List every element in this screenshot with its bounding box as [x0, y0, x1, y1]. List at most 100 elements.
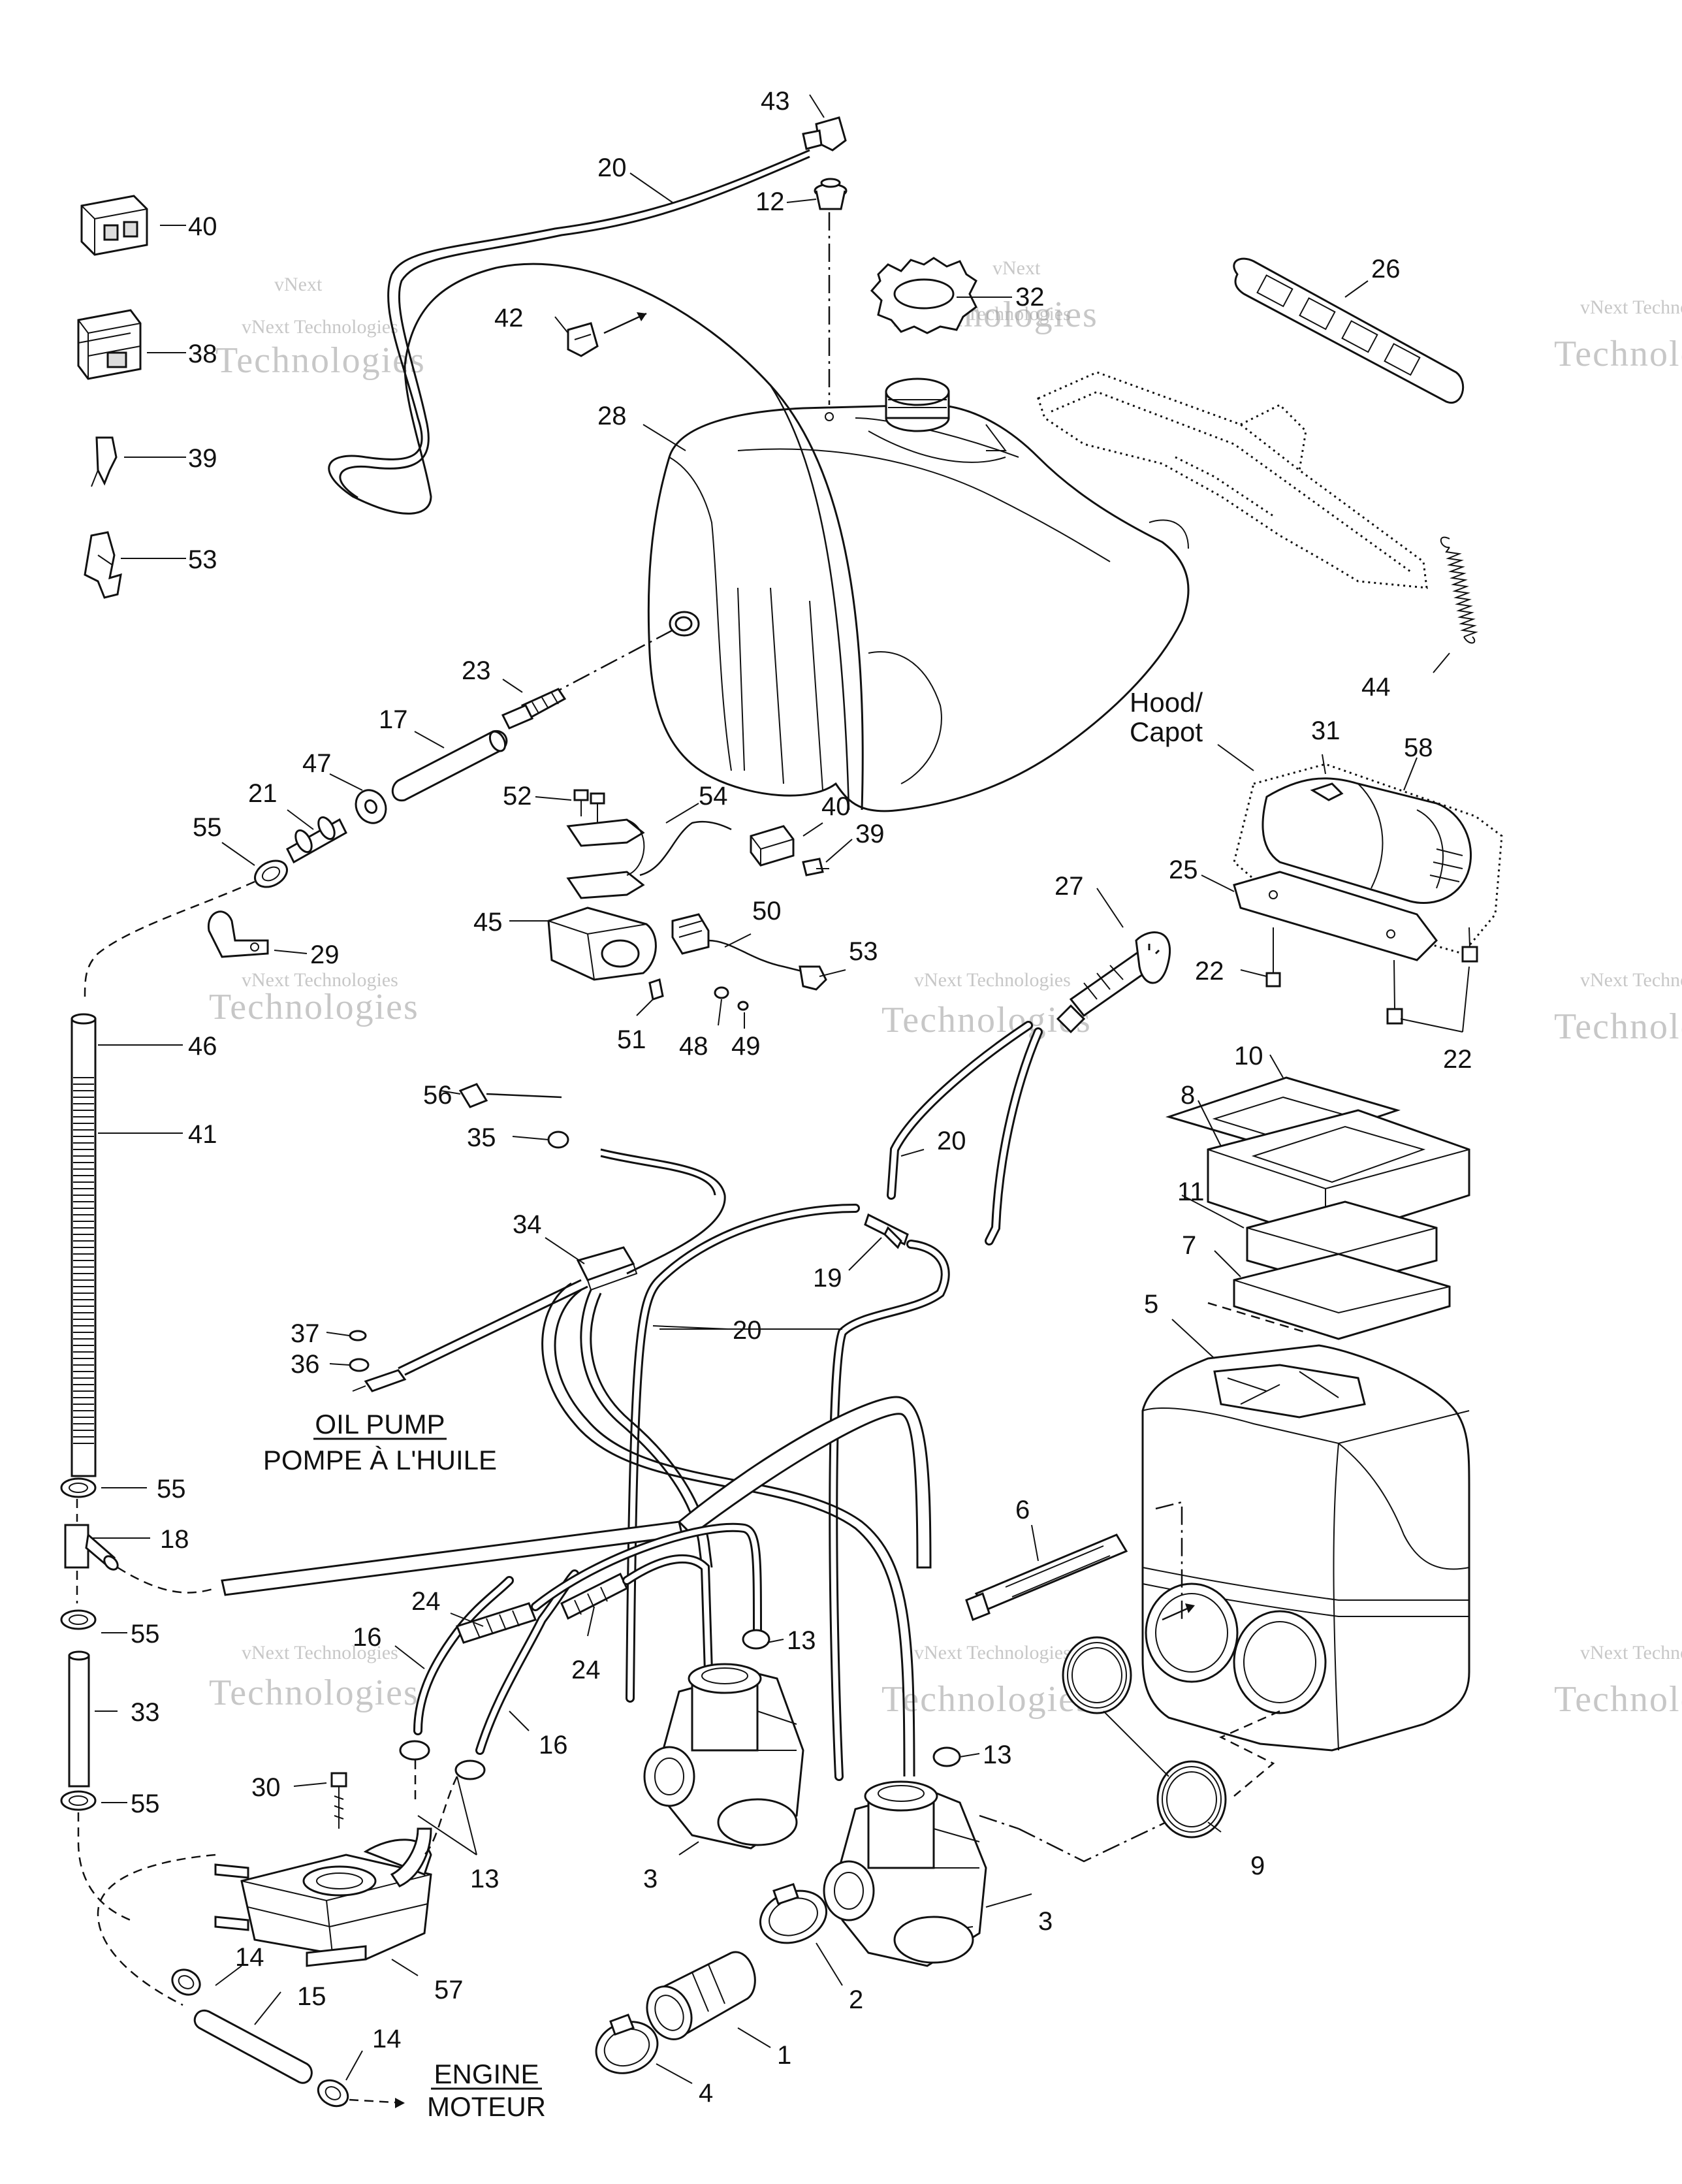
callout-55: 55 [157, 1475, 186, 1503]
clamp-55-d [60, 1790, 97, 1811]
callout-58: 58 [1404, 733, 1433, 762]
callout-23: 23 [462, 656, 491, 685]
hose-path-upper [84, 880, 255, 1000]
watermark-small: vNext Technologies [914, 969, 1071, 991]
plate-25 [1233, 871, 1438, 961]
spring-44 [1440, 536, 1478, 644]
watermark-small: vNext Technologies [242, 969, 398, 991]
callout-54: 54 [699, 782, 728, 811]
terminal-53-mid [799, 965, 827, 991]
fuel-pump-57 [214, 1827, 432, 1967]
hood-label-line1: Hood/ [1130, 687, 1203, 718]
callout-39: 39 [188, 444, 217, 473]
callout-labels: 43 20 12 40 38 39 53 42 32 26 28 44 23 1… [131, 87, 1472, 2108]
callout-28: 28 [597, 402, 627, 430]
clamp-4 [595, 2014, 659, 2074]
leader-lines [91, 94, 1470, 2084]
watermark-large: Technologies [881, 1000, 1092, 1040]
grommet-12 [814, 178, 848, 210]
vent-hole [825, 412, 834, 421]
clamp-13-carb-b [932, 1746, 961, 1767]
callout-22: 22 [1443, 1045, 1472, 1074]
nut-48 [714, 986, 729, 999]
callout-18: 18 [160, 1525, 189, 1554]
screw-51 [648, 978, 664, 1001]
callout-9: 9 [1250, 1852, 1265, 1880]
callout-30: 30 [251, 1773, 281, 1802]
callout-40: 40 [821, 792, 851, 821]
callout-13: 13 [983, 1741, 1012, 1769]
primer-hose-a [887, 1021, 1033, 1200]
callout-44: 44 [1361, 673, 1391, 701]
callout-33: 33 [131, 1698, 160, 1727]
callout-4: 4 [699, 2079, 713, 2108]
callout-8: 8 [1181, 1081, 1195, 1110]
watermark-small: vNext Technologies [1580, 297, 1682, 318]
watermark-large: Technologies [1554, 1679, 1682, 1720]
callout-24: 24 [571, 1656, 601, 1684]
vent-hose-20 [328, 149, 864, 811]
clamp-13-carb-a [742, 1629, 770, 1650]
wire-54 [639, 820, 732, 876]
hose-to-carb-dash [117, 1566, 216, 1594]
callout-19: 19 [813, 1264, 842, 1293]
clamp-55-b [60, 1477, 97, 1498]
fuel-cap-32 [870, 257, 977, 334]
engine-label-fr: MOTEUR [427, 2091, 546, 2122]
callout-20: 20 [733, 1316, 762, 1345]
hose-46-41 [71, 1013, 97, 1477]
callout-22: 22 [1195, 957, 1224, 986]
callout-42: 42 [494, 304, 524, 332]
clamp-13-left-b [454, 1759, 486, 1780]
terminal-39-mid [802, 858, 829, 876]
callout-3: 3 [643, 1865, 658, 1893]
hose-loop [677, 1396, 932, 1569]
callout-57: 57 [434, 1976, 464, 2004]
screw-30 [330, 1772, 347, 1829]
fitting-23 [501, 688, 567, 730]
clamp-13-left-a [399, 1740, 430, 1761]
callout-40: 40 [188, 212, 217, 241]
hose-24-a [456, 1602, 537, 1644]
callout-14: 14 [372, 2025, 402, 2053]
callout-53: 53 [188, 545, 217, 574]
callout-43: 43 [761, 87, 790, 116]
hose-33 [68, 1650, 90, 1788]
callout-21: 21 [248, 779, 278, 808]
watermark-small: vNext Technologies [914, 1642, 1071, 1663]
callout-35: 35 [467, 1123, 496, 1152]
carburetor-3-left [643, 1663, 804, 1850]
engine-label: ENGINE [434, 2059, 539, 2089]
watermark-large: Technologies [209, 987, 419, 1027]
hose-16-a [413, 1576, 514, 1735]
callout-25: 25 [1169, 856, 1198, 884]
callout-55: 55 [131, 1790, 160, 1818]
screws-52 [573, 789, 605, 826]
hose-16-b [475, 1569, 579, 1755]
watermark-top: vNext [274, 274, 323, 295]
watermark-group: vNext Technologies Technologies vNext Te… [209, 295, 1682, 1720]
callout-52: 52 [503, 782, 532, 811]
watermark-large: Technologies [209, 1673, 419, 1713]
hose-15 [193, 2009, 313, 2084]
callout-3: 3 [1038, 1907, 1053, 1936]
tank-strap-dotted [1037, 371, 1428, 589]
callout-51: 51 [617, 1025, 646, 1054]
sleeve-1 [646, 1951, 756, 2040]
callout-20: 20 [597, 153, 627, 182]
retainer-35 [547, 1131, 569, 1149]
watermark-small: vNext Technologies [242, 1642, 398, 1663]
callout-31: 31 [1311, 716, 1341, 745]
cable-end [486, 1093, 562, 1099]
clamp-55-top [254, 859, 288, 888]
callout-12: 12 [755, 187, 785, 216]
cable-to-oil-pump [398, 1279, 582, 1370]
clamp-29 [207, 910, 269, 958]
intake-axis-2 [1219, 1710, 1280, 1797]
callout-27: 27 [1055, 872, 1084, 901]
callout-56: 56 [423, 1081, 452, 1110]
callout-10: 10 [1234, 1042, 1263, 1070]
callout-46: 46 [188, 1032, 217, 1061]
callout-34: 34 [513, 1210, 542, 1239]
callout-45: 45 [473, 908, 503, 937]
